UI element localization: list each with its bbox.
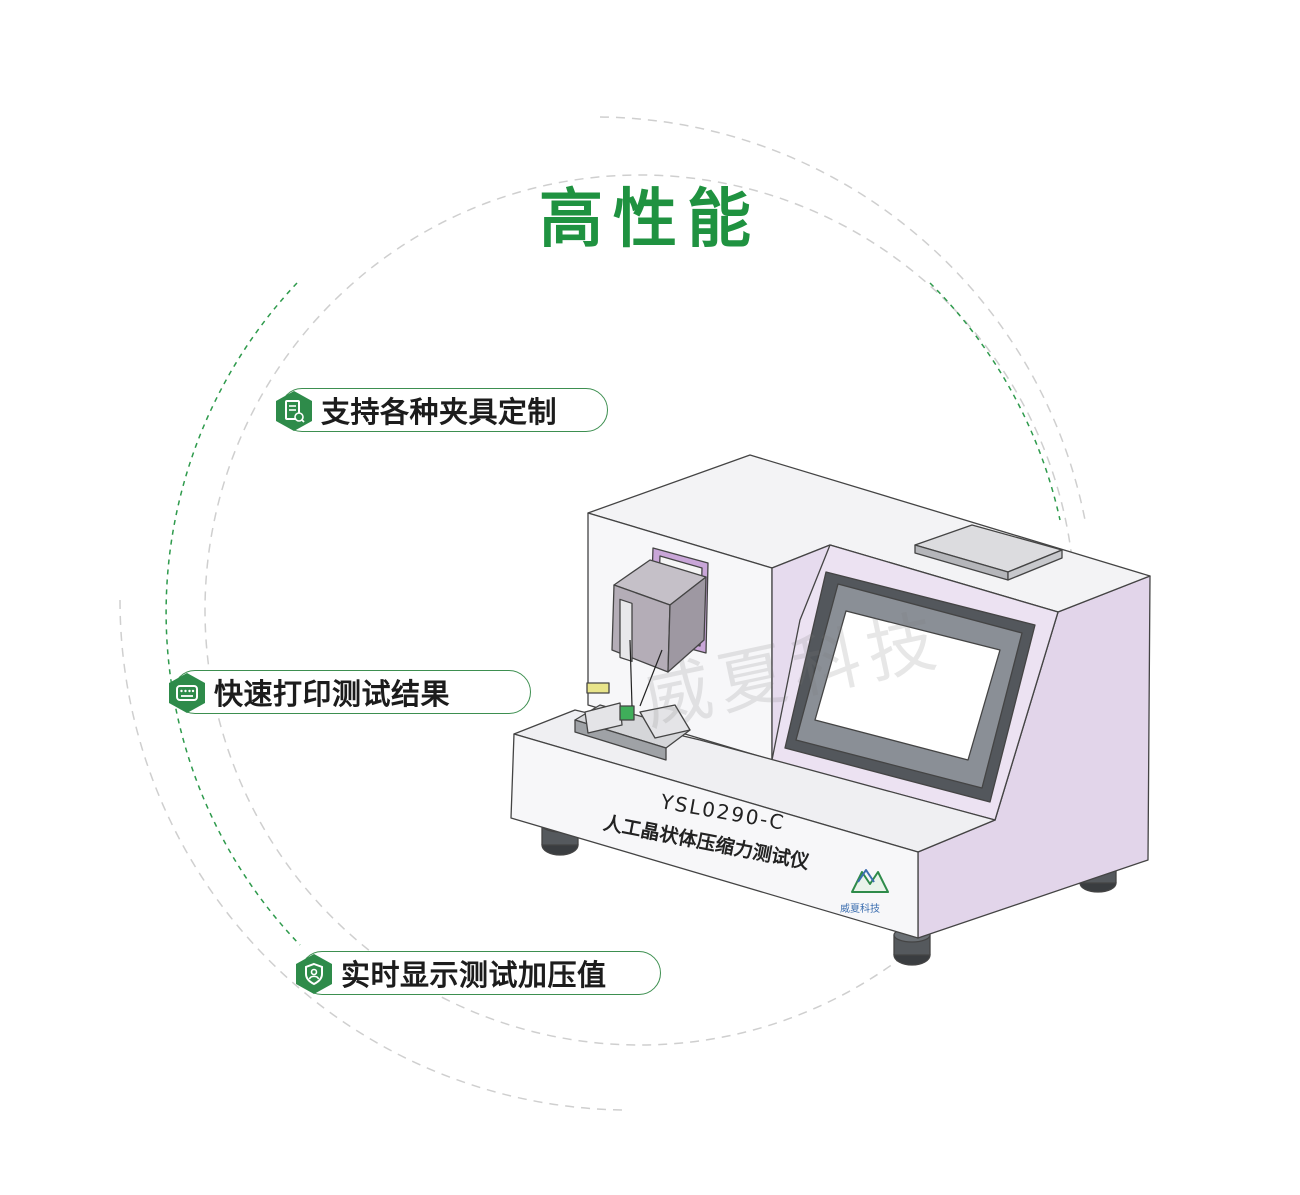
feature-badge-realtime: 实时显示测试加压值 bbox=[296, 951, 661, 995]
document-icon bbox=[276, 391, 312, 431]
page-title: 高性能 bbox=[539, 183, 761, 257]
device-logo-text: 威夏科技 bbox=[840, 904, 880, 915]
feature-label: 支持各种夹具定制 bbox=[321, 395, 558, 429]
shield-user-icon bbox=[296, 954, 332, 994]
feature-badge-print: 快速打印测试结果 bbox=[169, 670, 531, 714]
feature-label: 实时显示测试加压值 bbox=[341, 958, 607, 992]
keyboard-icon bbox=[169, 673, 205, 713]
feature-badge-fixtures: 支持各种夹具定制 bbox=[276, 388, 608, 432]
feature-label: 快速打印测试结果 bbox=[214, 677, 451, 711]
